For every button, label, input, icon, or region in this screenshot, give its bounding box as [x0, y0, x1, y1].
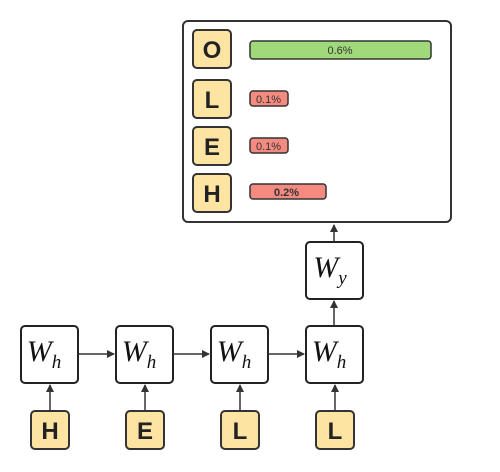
- output-row: H 0.2%: [192, 173, 327, 213]
- input-cell: E: [125, 384, 165, 450]
- probability-bar: [249, 90, 289, 107]
- output-layer-label: Wy: [313, 251, 347, 289]
- hidden-cell: Wh: [20, 325, 79, 384]
- hidden-layer-label: Wh: [217, 335, 252, 373]
- input-letter: E: [137, 418, 153, 445]
- output-letter-box: [192, 29, 232, 69]
- output-row: O 0.6%: [192, 29, 432, 69]
- input-letter: L: [233, 418, 248, 445]
- probability-label: 0.1%: [256, 94, 281, 106]
- input-cell: L: [315, 384, 355, 450]
- output-letter: O: [203, 37, 222, 64]
- output-letter-box: [192, 173, 232, 213]
- input-cell: L: [220, 384, 260, 450]
- hidden-cell: Wh: [305, 325, 364, 384]
- output-letter-box: [192, 126, 232, 166]
- output-letter: L: [205, 87, 220, 114]
- input-letter: L: [328, 418, 343, 445]
- hidden-layer-label: Wh: [122, 335, 157, 373]
- output-row: E 0.1%: [192, 126, 289, 166]
- hidden-layer-label: Wh: [312, 335, 347, 373]
- input-letter: H: [41, 418, 58, 445]
- probability-label: 0.6%: [327, 45, 352, 57]
- output-letter: E: [204, 134, 220, 161]
- probability-bar: [249, 137, 289, 154]
- probability-label: 0.1%: [256, 141, 281, 153]
- input-cell: H: [30, 384, 70, 450]
- output-row: L 0.1%: [192, 79, 289, 119]
- probability-bar: [249, 40, 432, 60]
- hidden-cell: Wh: [210, 325, 269, 384]
- output-letter: H: [203, 181, 220, 208]
- hidden-layer-label: Wh: [27, 335, 62, 373]
- probability-bar: [249, 183, 327, 200]
- probability-label: 0.2%: [274, 187, 299, 199]
- hidden-cell: Wh: [115, 325, 174, 384]
- output-letter-box: [192, 79, 232, 119]
- output-panel: [182, 20, 452, 223]
